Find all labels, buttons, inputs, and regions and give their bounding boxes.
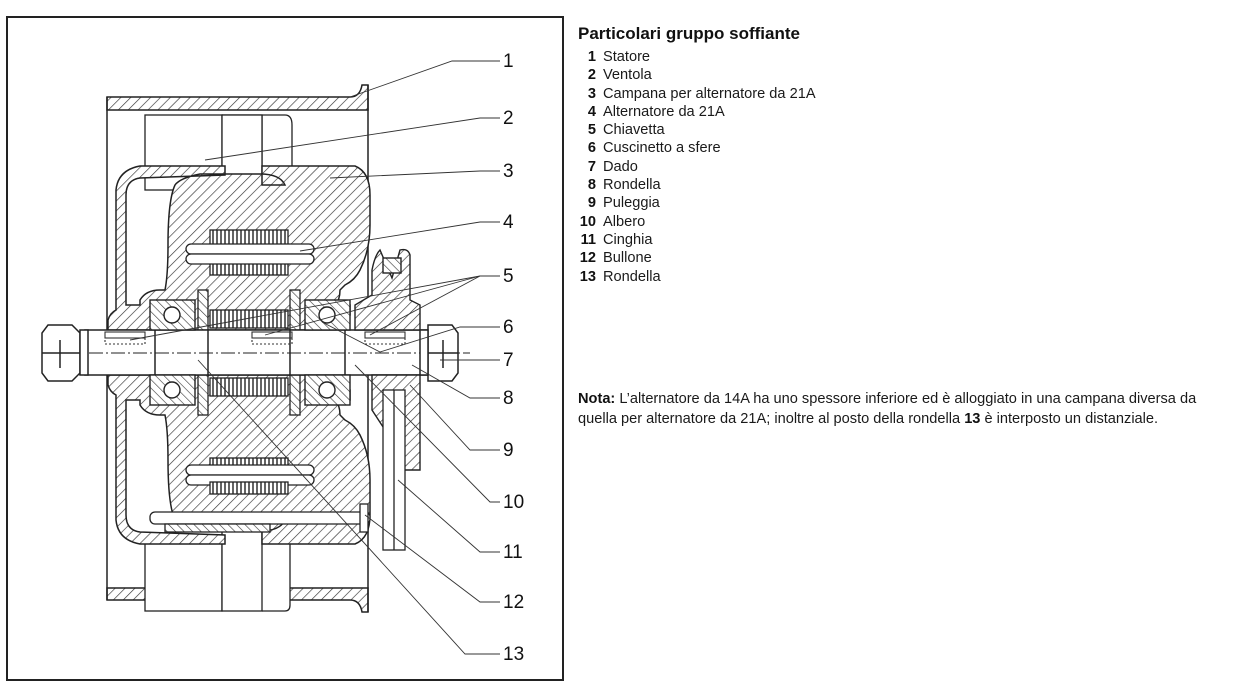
- figure-frame: [6, 16, 564, 681]
- legend-item-label: Cuscinetto a sfere: [603, 140, 721, 157]
- callout-11: 11: [503, 542, 523, 563]
- belt: [382, 389, 406, 551]
- legend-item-label: Cinghia: [603, 231, 653, 248]
- callout-13: 13: [503, 644, 525, 665]
- legend-item-number: 8: [587, 177, 596, 194]
- alternator-rotor: [185, 229, 315, 495]
- legend-item-number: 1: [587, 49, 596, 65]
- legend-item-label: Albero: [603, 213, 646, 230]
- callout-2: 2: [503, 108, 514, 129]
- legend-title: Particolari gruppo soffiante: [578, 24, 800, 43]
- legend-item: 2 Ventola: [578, 66, 1238, 84]
- legend-item: 6 Cuscinetto a sfere: [578, 139, 1238, 157]
- legend-list: 1 Statore 2 Ventola 3 Campana per alternatore…: [578, 48, 1238, 286]
- legend-item: 1 Statore: [578, 48, 1238, 66]
- legend-item-label: Rondella: [603, 177, 661, 194]
- legend-item-label: Puleggia: [603, 195, 660, 212]
- legend-item-number: 13: [579, 268, 596, 285]
- legend-item-number: 3: [587, 85, 596, 102]
- callout-6: 6: [503, 317, 514, 338]
- legend-item-number: 12: [579, 250, 596, 267]
- callout-12: 12: [503, 592, 525, 613]
- legend-item: 13 Rondella: [578, 268, 1238, 286]
- legend-item: 3 Campana per alternatore da 21A: [578, 85, 1238, 103]
- bolt: [149, 503, 371, 533]
- note-label: Nota:: [578, 391, 616, 407]
- note-part-ref: 13: [964, 411, 981, 428]
- shaft: [45, 329, 470, 376]
- callout-9: 9: [503, 440, 514, 461]
- legend-item: 11 Cinghia: [578, 231, 1238, 249]
- legend-item-label: Campana per alternatore da 21A: [603, 85, 816, 102]
- callout-7: 7: [503, 350, 514, 371]
- legend-item-number: 5: [587, 122, 596, 139]
- legend-item-label: Dado: [603, 158, 638, 175]
- legend-item-number: 4: [587, 103, 596, 120]
- legend-item-label: Rondella: [603, 268, 661, 285]
- callout-8: 8: [503, 388, 514, 409]
- callout-10: 10: [503, 492, 525, 513]
- leader-lines: [129, 60, 500, 655]
- callout-4: 4: [503, 212, 514, 233]
- legend-item: 12 Bullone: [578, 249, 1238, 267]
- callout-3: 3: [503, 161, 514, 182]
- cross-section-drawing: [6, 16, 564, 681]
- legend-item: 10 Albero: [578, 213, 1238, 231]
- ball-bearings: [149, 299, 351, 406]
- note-text-after: è interposto un distanziale.: [980, 411, 1159, 428]
- callout-1: 1: [503, 51, 514, 72]
- legend-item-label: Alternatore da 21A: [603, 103, 725, 120]
- legend-item-number: 7: [587, 158, 596, 175]
- keys: [104, 331, 406, 345]
- legend-item-number: 11: [580, 231, 596, 248]
- legend-item: 9 Puleggia: [578, 194, 1238, 212]
- cross-section-figure: 1 2 3 4 5 6 7 8 9 10 11 12 13: [0, 0, 570, 688]
- legend-item-label: Statore: [603, 49, 651, 65]
- legend-item-label: Ventola: [603, 67, 652, 84]
- legend-item-number: 10: [579, 213, 596, 230]
- note-paragraph: Nota: L’alternatore da 14A ha uno spesso…: [578, 389, 1238, 430]
- legend-item: 5 Chiavetta: [578, 121, 1238, 139]
- note-text-before: L’alternatore da 14A ha uno spessore inf…: [578, 391, 1197, 428]
- nuts-and-washers: [41, 324, 459, 382]
- legend-item: 8 Rondella: [578, 176, 1238, 194]
- legend-item-label: Bullone: [603, 250, 652, 267]
- legend-item: 7 Dado: [578, 158, 1238, 176]
- legend-item-number: 2: [587, 67, 596, 84]
- callout-5: 5: [503, 266, 514, 287]
- legend-item-number: 6: [587, 140, 596, 157]
- legend-item-label: Chiavetta: [603, 122, 665, 139]
- legend-item: 4 Alternatore da 21A: [578, 103, 1238, 121]
- legend-item-number: 9: [587, 195, 596, 212]
- parts-legend: Particolari gruppo soffiante 1 Statore 2 Ve…: [578, 24, 1238, 286]
